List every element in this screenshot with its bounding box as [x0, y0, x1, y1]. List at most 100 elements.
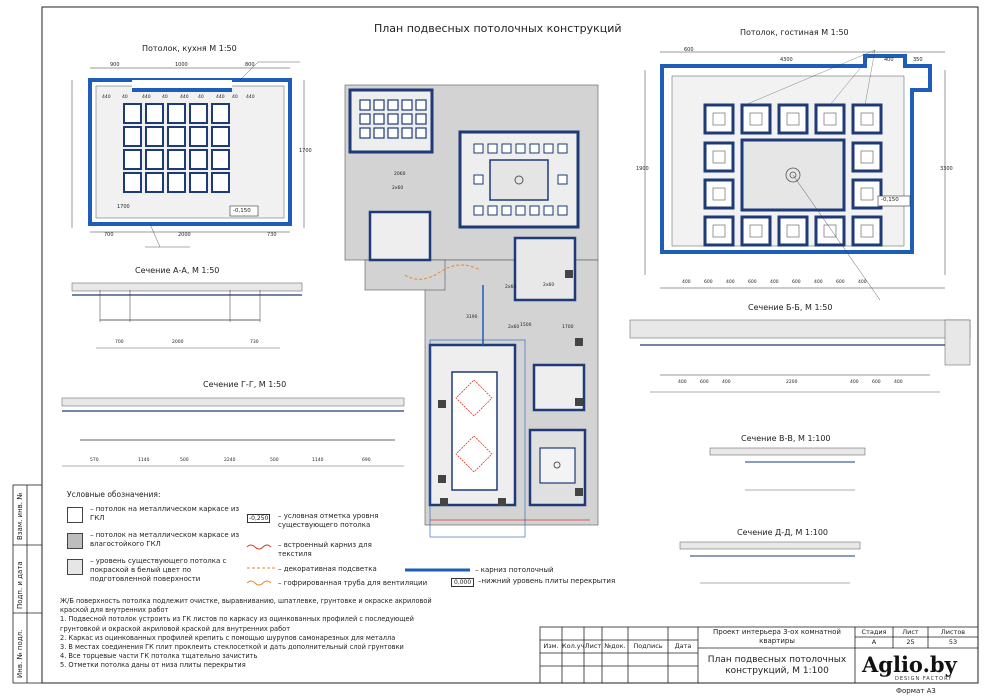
dim-label: 3300	[940, 166, 953, 172]
sheet-title: План подвесных потолочных конструкций	[374, 22, 622, 35]
dim-label: 2000	[172, 340, 184, 345]
aglio-logo: Aglio.by	[862, 652, 957, 677]
dim-label: 440	[246, 95, 255, 100]
living-view-title: Потолок, гостиная М 1:50	[740, 28, 849, 37]
floor-plan	[344, 84, 599, 538]
note-line: 2. Каркас из оцинкованных профилей крепи…	[60, 633, 396, 642]
plan-mark: 1700	[562, 325, 574, 330]
side-stamp-sign: Подп. и дата	[16, 561, 24, 609]
stamp-sheets-label: Листов	[940, 628, 966, 636]
stamp-stage-value: А	[871, 638, 877, 646]
stamp-header-ndok: №док.	[604, 642, 626, 650]
section-vv-title: Сечение В-В, М 1:100	[741, 434, 831, 443]
dim-label: 2000	[178, 232, 191, 238]
dim-label: 1700	[299, 148, 312, 154]
plan-mark: 1500	[520, 323, 532, 328]
stamp-header-izm: Изм.	[543, 642, 559, 650]
dim-label: 2240	[224, 458, 236, 463]
plan-mark: 2х60	[508, 325, 520, 330]
section-bb-title: Сечение Б-Б, М 1:50	[748, 303, 833, 312]
dim-label: 2200	[786, 380, 798, 385]
plan-mark: 2060	[394, 172, 406, 177]
section-dd-title: Сечение Д-Д, М 1:100	[737, 528, 829, 537]
dim-label: 400	[884, 57, 894, 63]
dim-label: 730	[267, 232, 277, 238]
sheet-format: Формат А3	[896, 687, 936, 695]
legend-cornice-built-text: – встроенный карниз для текстиля	[278, 541, 372, 558]
note-line: 3. В местах соединения ГК плит проклеить…	[60, 643, 404, 652]
section-gg-drawing	[61, 397, 405, 467]
general-notes: Ж/Б поверхность потолка подлежит очистке…	[60, 597, 480, 671]
dim-label: 600	[792, 280, 801, 285]
plan-mark: 2х60	[392, 186, 404, 191]
note-line: 5. Отметки потолка даны от низа плиты пе…	[60, 661, 246, 670]
dim-label: 600	[684, 47, 694, 53]
dim-label: 400	[814, 280, 823, 285]
stamp-header-list: Лист	[584, 642, 602, 650]
legend-swatch-gkl	[67, 507, 83, 523]
dim-label: 400	[726, 280, 735, 285]
dim-label: 400	[858, 280, 867, 285]
dim-label: 40	[232, 95, 238, 100]
stamp-header-date: Дата	[674, 642, 692, 650]
dim-label: 1000	[175, 62, 188, 68]
dim-label: 400	[722, 380, 731, 385]
stamp-header-koluch: Кол.уч	[562, 642, 584, 650]
section-aa-title: Сечение А-А, М 1:50	[135, 266, 220, 275]
section-gg-title: Сечение Г-Г, М 1:50	[203, 380, 287, 389]
plan-mark: 2х60	[543, 283, 555, 288]
plan-mark: 3190	[466, 315, 478, 320]
dim-label: 600	[872, 380, 881, 385]
side-stamp-inv: Инв. № подл.	[16, 629, 24, 678]
dim-label: 40	[162, 95, 168, 100]
dim-label: 700	[115, 340, 124, 345]
note-line: Ж/Б поверхность потолка подлежит очистке…	[60, 597, 432, 605]
level-mark: -0,150	[881, 197, 899, 203]
dim-label: 570	[90, 458, 99, 463]
dim-label: 900	[110, 62, 120, 68]
kitchen-view-title: Потолок, кухня М 1:50	[142, 44, 237, 53]
dim-label: 440	[216, 95, 225, 100]
side-stamp-replace: Взам. инв. №	[16, 492, 24, 540]
dim-label: 600	[836, 280, 845, 285]
section-dd-drawing	[679, 541, 861, 584]
dim-label: 4300	[780, 57, 793, 63]
title-block-grid	[539, 626, 979, 684]
dim-label: 500	[180, 458, 189, 463]
stamp-project-title: Проект интерьера 3-ох комнатной квартиры	[713, 628, 841, 645]
dim-label: 800	[245, 62, 255, 68]
legend-pipe-text: – гофрированная труба для вентиляции	[278, 579, 428, 587]
note-line: краской для внутренних работ	[60, 606, 169, 615]
stamp-stage-label: Стадия	[861, 628, 887, 636]
kitchen-coffers	[123, 103, 230, 193]
note-line: грунтовкой и окраской акриловой краской …	[60, 624, 291, 633]
dim-label: 440	[102, 95, 111, 100]
dim-label: 400	[770, 280, 779, 285]
legend-line-samples	[246, 544, 470, 586]
living-ceiling-plan	[644, 49, 946, 301]
stamp-drawing-title: План подвесных потолочных конструкций, М…	[707, 655, 847, 676]
dim-label: 440	[142, 95, 151, 100]
dim-label: 400	[682, 280, 691, 285]
dim-label: 600	[704, 280, 713, 285]
legend-gkl-text: – потолок на металлическом каркасе из ГК…	[90, 505, 240, 522]
legend-slab-sample: 0,000	[451, 578, 475, 587]
note-line: 1. Подвесной потолок устроить из ГК лист…	[60, 615, 414, 624]
dim-label: 400	[894, 380, 903, 385]
side-stamp-frame	[12, 484, 43, 684]
dim-label: 1700	[117, 204, 130, 210]
dim-label: 500	[270, 458, 279, 463]
dim-label: 600	[700, 380, 709, 385]
level-mark: -0,150	[233, 208, 251, 214]
dim-label: 440	[180, 95, 189, 100]
dim-label: 400	[850, 380, 859, 385]
dim-label: 350	[913, 57, 923, 63]
legend-swatch-gklv	[67, 533, 83, 549]
stamp-sheets-value: 53	[948, 638, 958, 646]
section-vv-drawing	[709, 447, 866, 491]
dim-label: 40	[122, 95, 128, 100]
stamp-header-signature: Подпись	[633, 642, 663, 650]
dim-label: 600	[748, 280, 757, 285]
dim-label: 40	[198, 95, 204, 100]
note-line: 4. Все торцевые части ГК потолка тщатель…	[60, 652, 258, 661]
